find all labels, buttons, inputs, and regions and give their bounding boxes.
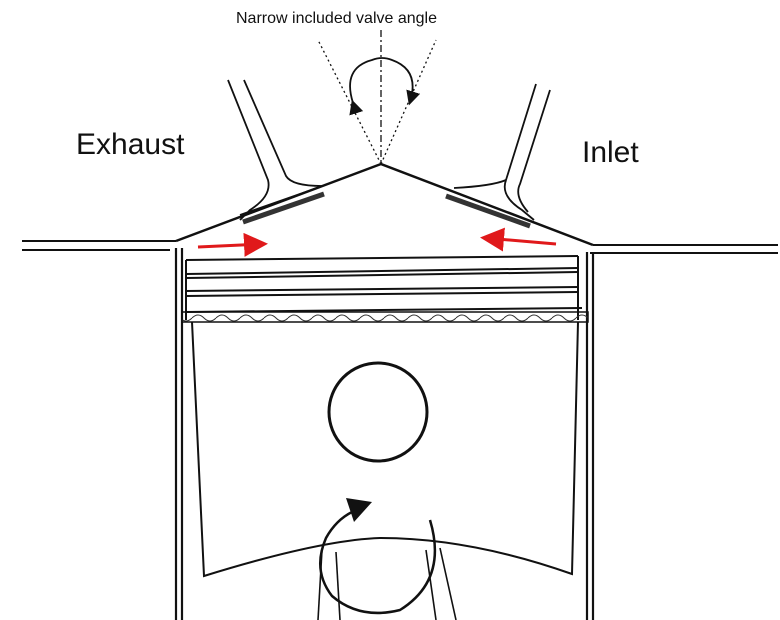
oil-ring: [181, 311, 589, 323]
cylinder-head-deck: [22, 240, 778, 254]
cylinder-walls: [174, 248, 595, 620]
valve-angle-arc: [349, 57, 421, 116]
rotation-arrow: [319, 498, 437, 615]
piston-ring-1: [185, 267, 579, 275]
gudgeon-pin: [327, 361, 429, 463]
exhaust-valve: [227, 79, 325, 225]
squish-flow-arrows: [197, 227, 557, 257]
inlet-valve: [445, 83, 551, 229]
inlet-label: Inlet: [582, 136, 639, 169]
piston-crown: [185, 255, 579, 261]
valve-angle-lines: [317, 30, 437, 165]
combustion-chamber-roof: [175, 162, 594, 247]
diagram-title: Narrow included valve angle: [236, 10, 437, 27]
inlet-squish-arrow: [480, 227, 557, 252]
piston-skirt: [191, 321, 579, 578]
piston: [181, 255, 589, 578]
exhaust-label: Exhaust: [76, 128, 185, 161]
exhaust-squish-arrow: [197, 232, 268, 257]
piston-ring-2: [185, 286, 579, 292]
